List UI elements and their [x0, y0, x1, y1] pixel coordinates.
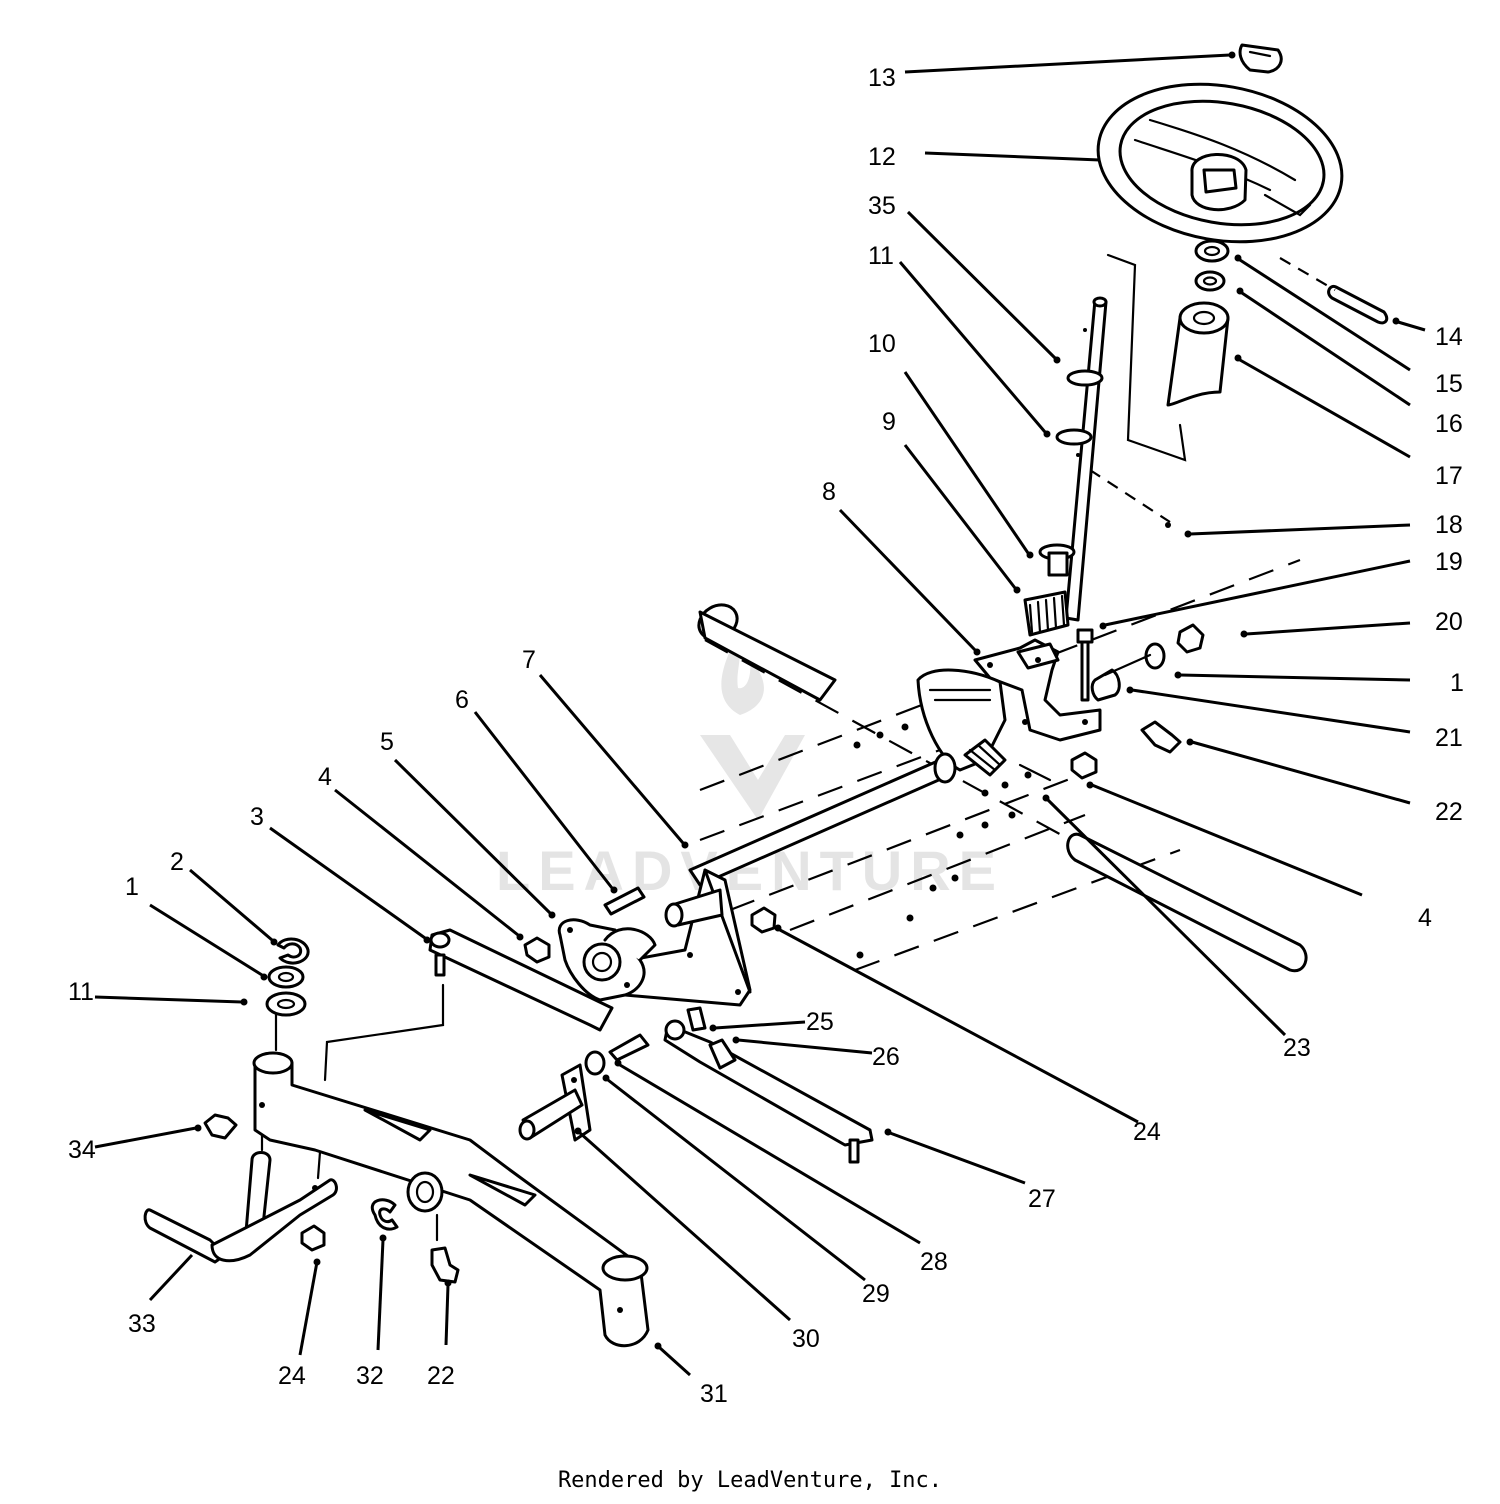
- callout-28: 28: [920, 1248, 948, 1276]
- bolt-6: [603, 886, 646, 916]
- pinion-gear: [1023, 590, 1070, 637]
- bolt-19: [1076, 628, 1094, 702]
- nut-4-left: [523, 936, 551, 964]
- tie-rod: [663, 1006, 874, 1164]
- callout-14: 14: [1435, 323, 1463, 351]
- callout-5: 5: [380, 728, 394, 756]
- callout-3: 3: [250, 803, 264, 831]
- callout-24-right: 24: [1133, 1118, 1161, 1146]
- washer-29: [584, 1050, 606, 1076]
- callout-32: 32: [356, 1362, 384, 1390]
- callout-6: 6: [455, 686, 469, 714]
- callout-18: 18: [1435, 511, 1463, 539]
- steering-wheel: [1096, 82, 1344, 244]
- washer-15: [1194, 239, 1230, 263]
- grease-fitting-right: [1140, 720, 1182, 754]
- callout-19: 19: [1435, 548, 1463, 576]
- spacer-21: [1090, 668, 1121, 702]
- callout-29: 29: [862, 1280, 890, 1308]
- washer-11-left: [265, 991, 307, 1017]
- spindle-left: [143, 1151, 338, 1264]
- sector-gear: [916, 668, 1007, 777]
- callout-16: 16: [1435, 410, 1463, 438]
- steering-shaft: [1038, 296, 1108, 622]
- steering-bracket: [973, 638, 1102, 742]
- callout-4-right: 4: [1418, 904, 1432, 932]
- callout-13: 13: [868, 64, 896, 92]
- spindle-right: [518, 1063, 592, 1142]
- callout-25: 25: [806, 1008, 834, 1036]
- callout-4: 4: [318, 763, 332, 791]
- washer-1-left: [267, 965, 305, 989]
- callout-2: 2: [170, 848, 184, 876]
- callout-35: 35: [868, 192, 896, 220]
- footer-credit: Rendered by LeadVenture, Inc.: [557, 1468, 943, 1493]
- callout-8: 8: [822, 478, 836, 506]
- grease-fitting-left: [430, 1246, 460, 1284]
- callout-31: 31: [700, 1380, 728, 1408]
- axle-tube: [697, 558, 1308, 973]
- callout-30: 30: [792, 1325, 820, 1353]
- callout-26: 26: [872, 1043, 900, 1071]
- callout-22-right: 22: [1435, 798, 1463, 826]
- nut-20: [1176, 623, 1205, 654]
- callout-17: 17: [1435, 462, 1463, 490]
- e-clip-2: [276, 937, 310, 965]
- callout-27: 27: [1028, 1185, 1056, 1213]
- callouts: 13 12 35 11 10 9 8 7 6 5 4 3 2 1 11 34 3…: [68, 51, 1464, 1408]
- front-axle: [252, 1051, 650, 1348]
- callout-10: 10: [868, 330, 896, 358]
- e-clip-32: [371, 1198, 399, 1231]
- bolt-28: [608, 1033, 650, 1062]
- callout-33: 33: [128, 1310, 156, 1338]
- callout-1-right: 1: [1450, 669, 1464, 697]
- callout-23: 23: [1283, 1034, 1311, 1062]
- callout-11-left: 11: [68, 978, 94, 1006]
- drag-link: [428, 928, 614, 1032]
- front-bracket: [623, 868, 752, 1007]
- callout-11: 11: [868, 242, 894, 270]
- steering-bushing: [1166, 301, 1230, 407]
- horn-cap: [1238, 43, 1283, 74]
- washer-16: [1194, 270, 1226, 292]
- nut-4-right: [1070, 751, 1098, 780]
- callout-20: 20: [1435, 608, 1463, 636]
- callout-24-left: 24: [278, 1362, 306, 1390]
- callout-9: 9: [882, 408, 896, 436]
- callout-21: 21: [1435, 724, 1463, 752]
- nut-24-left: [300, 1224, 326, 1252]
- callout-34: 34: [68, 1136, 96, 1164]
- callout-7: 7: [522, 646, 536, 674]
- nut-24-middle: [750, 906, 777, 934]
- bearing-flange: [557, 918, 657, 1002]
- callout-22-left: 22: [427, 1362, 455, 1390]
- roll-pin: [1327, 284, 1389, 325]
- callout-15: 15: [1435, 370, 1463, 398]
- grease-fitting-34: [203, 1113, 238, 1140]
- callout-12: 12: [868, 143, 896, 171]
- callout-1: 1: [125, 873, 139, 901]
